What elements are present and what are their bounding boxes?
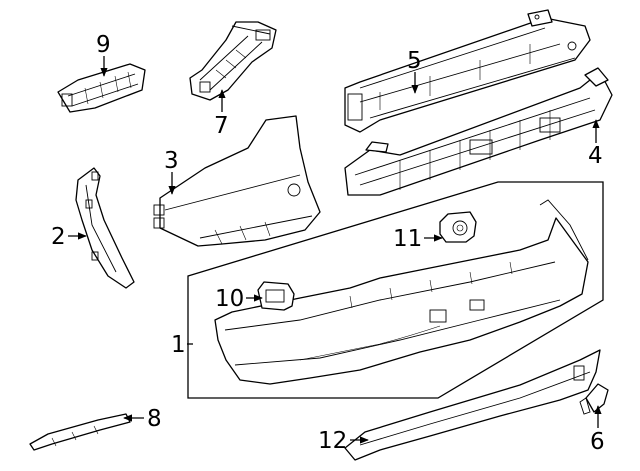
valance-part-12: [344, 349, 601, 461]
callout-11: 11: [393, 226, 422, 252]
energy-absorber: [344, 67, 613, 196]
cap-part-6: [579, 383, 609, 415]
callout-1: 1: [171, 332, 186, 358]
callout-6: 6: [590, 429, 605, 455]
trim-strip-part-8: [29, 413, 131, 451]
reinforcement-part-2: [75, 167, 135, 289]
callout-5: 5: [407, 48, 422, 74]
sensor-part-11: [439, 211, 477, 243]
callout-3: 3: [164, 148, 179, 174]
callout-10: 10: [215, 286, 244, 312]
bumper-assembly-group-outline: [187, 181, 604, 399]
callout-7: 7: [214, 113, 229, 139]
bracket-part-9: [57, 63, 146, 113]
callout-9: 9: [96, 32, 111, 58]
callout-12: 12: [318, 428, 347, 454]
sensor-bracket-part-10: [257, 281, 295, 311]
callout-2: 2: [51, 224, 66, 250]
impact-bar: [344, 9, 591, 133]
callout-8: 8: [147, 406, 162, 432]
bracket-part-7: [189, 21, 277, 101]
callout-4: 4: [588, 143, 603, 169]
bracket-part-3: [153, 115, 321, 247]
bumper-cover: [214, 199, 589, 385]
